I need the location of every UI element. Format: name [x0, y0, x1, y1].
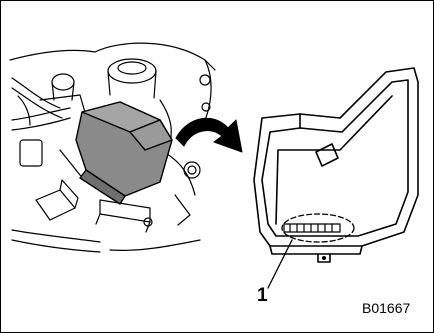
- fuse-box-cover-removed: [254, 68, 418, 262]
- curved-arrow-icon: [176, 118, 242, 152]
- figure-id: B01667: [362, 301, 410, 315]
- callout-leader-line: [268, 240, 292, 288]
- fuse-box-cover-installed: [76, 102, 172, 204]
- callout-number: 1: [257, 286, 268, 305]
